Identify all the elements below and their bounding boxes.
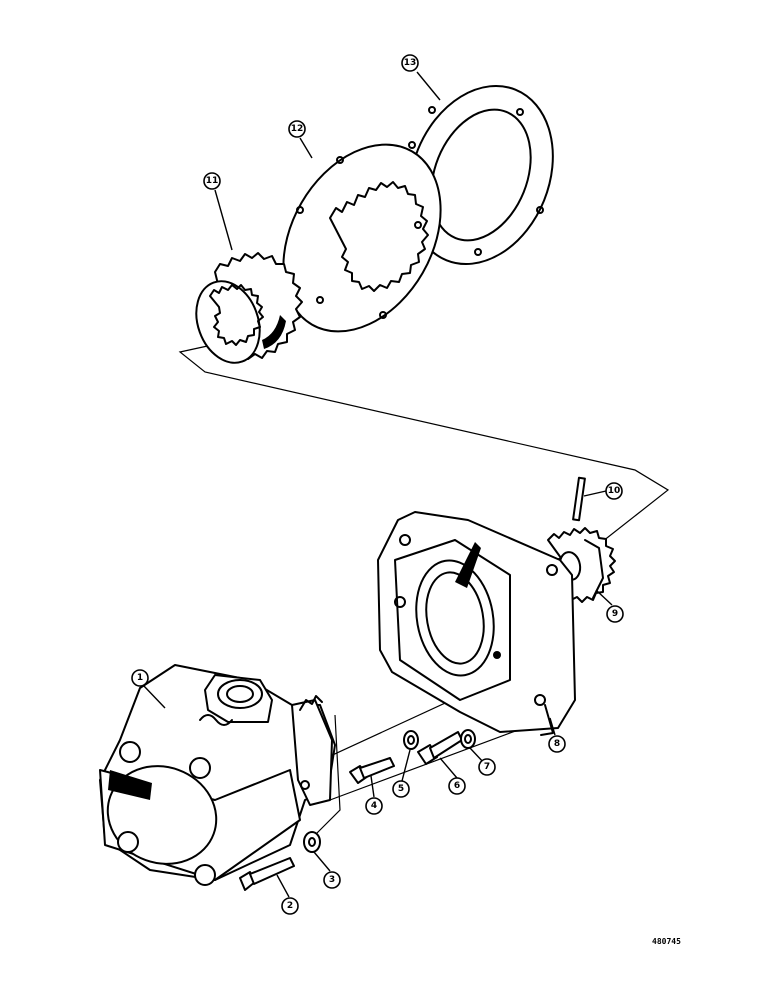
svg-text:9: 9 xyxy=(612,609,618,619)
callout-5: 5 xyxy=(392,780,410,798)
adapter-housing xyxy=(377,511,576,736)
svg-text:12: 12 xyxy=(291,124,304,134)
cap-screw-2 xyxy=(239,857,295,891)
drawing-reference-number: 480745 xyxy=(652,937,681,946)
svg-text:4: 4 xyxy=(371,801,377,811)
drive-plate xyxy=(282,143,442,333)
callout-2: 2 xyxy=(281,897,299,915)
svg-text:10: 10 xyxy=(608,486,621,496)
svg-text:6: 6 xyxy=(454,781,460,791)
roll-pin xyxy=(572,476,586,522)
lock-washer-3 xyxy=(303,831,321,853)
callout-4: 4 xyxy=(365,797,383,815)
callout-1: 1 xyxy=(131,669,149,687)
svg-text:2: 2 xyxy=(287,901,293,911)
svg-text:11: 11 xyxy=(206,176,219,186)
callout-13: 13 xyxy=(401,54,419,72)
svg-text:13: 13 xyxy=(404,58,417,68)
callout-3: 3 xyxy=(323,871,341,889)
svg-text:8: 8 xyxy=(554,739,560,749)
lock-washer-7 xyxy=(460,729,476,749)
callout-9: 9 xyxy=(606,605,624,623)
callout-8: 8 xyxy=(548,735,566,753)
callout-12: 12 xyxy=(288,120,306,138)
callout-11: 11 xyxy=(203,172,221,190)
callout-10: 10 xyxy=(605,482,623,500)
lock-washer-5 xyxy=(403,730,419,750)
svg-text:5: 5 xyxy=(398,784,404,794)
coupling-gear xyxy=(195,252,303,364)
callout-7: 7 xyxy=(478,758,496,776)
hydraulic-pump xyxy=(99,664,336,886)
svg-text:3: 3 xyxy=(329,875,335,885)
callout-6: 6 xyxy=(448,777,466,795)
svg-text:1: 1 xyxy=(137,673,143,683)
cap-screw-4 xyxy=(349,757,395,784)
svg-text:7: 7 xyxy=(484,762,490,772)
